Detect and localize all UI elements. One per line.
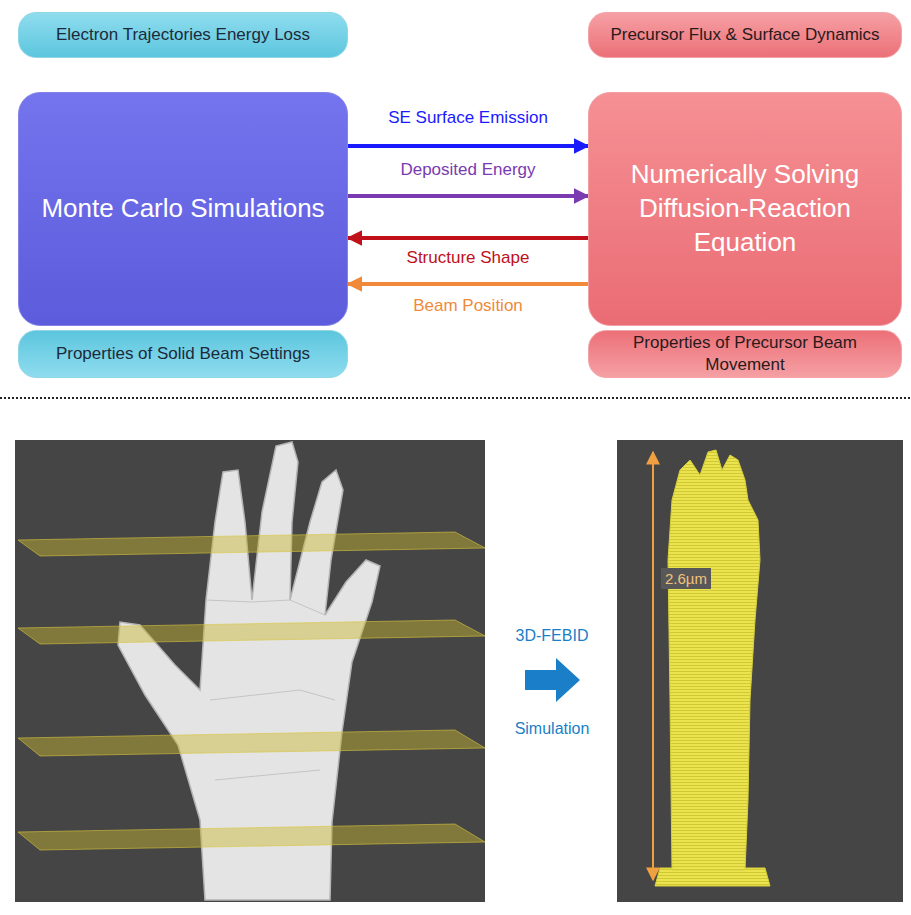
edge-label: Structure Shape: [407, 248, 530, 268]
model-panel: [15, 440, 485, 902]
step-label: 3D-FEBID: [512, 625, 593, 647]
flow-arrow: [348, 194, 588, 198]
node-text: Precursor Flux & Surface Dynamics: [610, 24, 879, 46]
step-label: Simulation: [511, 718, 594, 740]
slice-plane: [18, 824, 485, 850]
slice-plane: [18, 620, 485, 644]
slice-plane: [18, 730, 485, 756]
base-plate: [655, 868, 770, 886]
dimension-arrow: [652, 452, 654, 880]
deposited-hand: [668, 450, 760, 870]
flow-arrow: [348, 282, 588, 286]
edge-label: SE Surface Emission: [388, 108, 548, 128]
input-tag: Properties of Precursor Beam Movement: [588, 330, 902, 378]
result-panel: [617, 440, 903, 902]
process-box: Numerically Solving Diffusion-Reaction E…: [588, 92, 902, 326]
slice-planes: [18, 532, 485, 850]
flow-arrow: [348, 144, 588, 148]
input-tag: Properties of Solid Beam Settings: [18, 330, 348, 378]
dimension-label: 2.6µm: [661, 568, 711, 589]
flow-arrow: [348, 236, 588, 240]
process-box: Monte Carlo Simulations: [18, 92, 348, 326]
node-text: Electron Trajectories Energy Loss: [56, 24, 310, 46]
slice-plane: [18, 532, 485, 556]
output-tag: Electron Trajectories Energy Loss: [18, 12, 348, 58]
node-text: Properties of Precursor Beam Movement: [603, 332, 887, 376]
edge-label: Deposited Energy: [400, 160, 535, 180]
edge-label: Beam Position: [413, 296, 523, 316]
output-tag: Precursor Flux & Surface Dynamics: [588, 12, 902, 58]
node-text: Numerically Solving Diffusion-Reaction E…: [603, 158, 887, 259]
process-arrow: [525, 658, 580, 702]
node-text: Properties of Solid Beam Settings: [56, 343, 310, 365]
dotted-divider: [0, 397, 911, 399]
node-text: Monte Carlo Simulations: [41, 192, 324, 226]
